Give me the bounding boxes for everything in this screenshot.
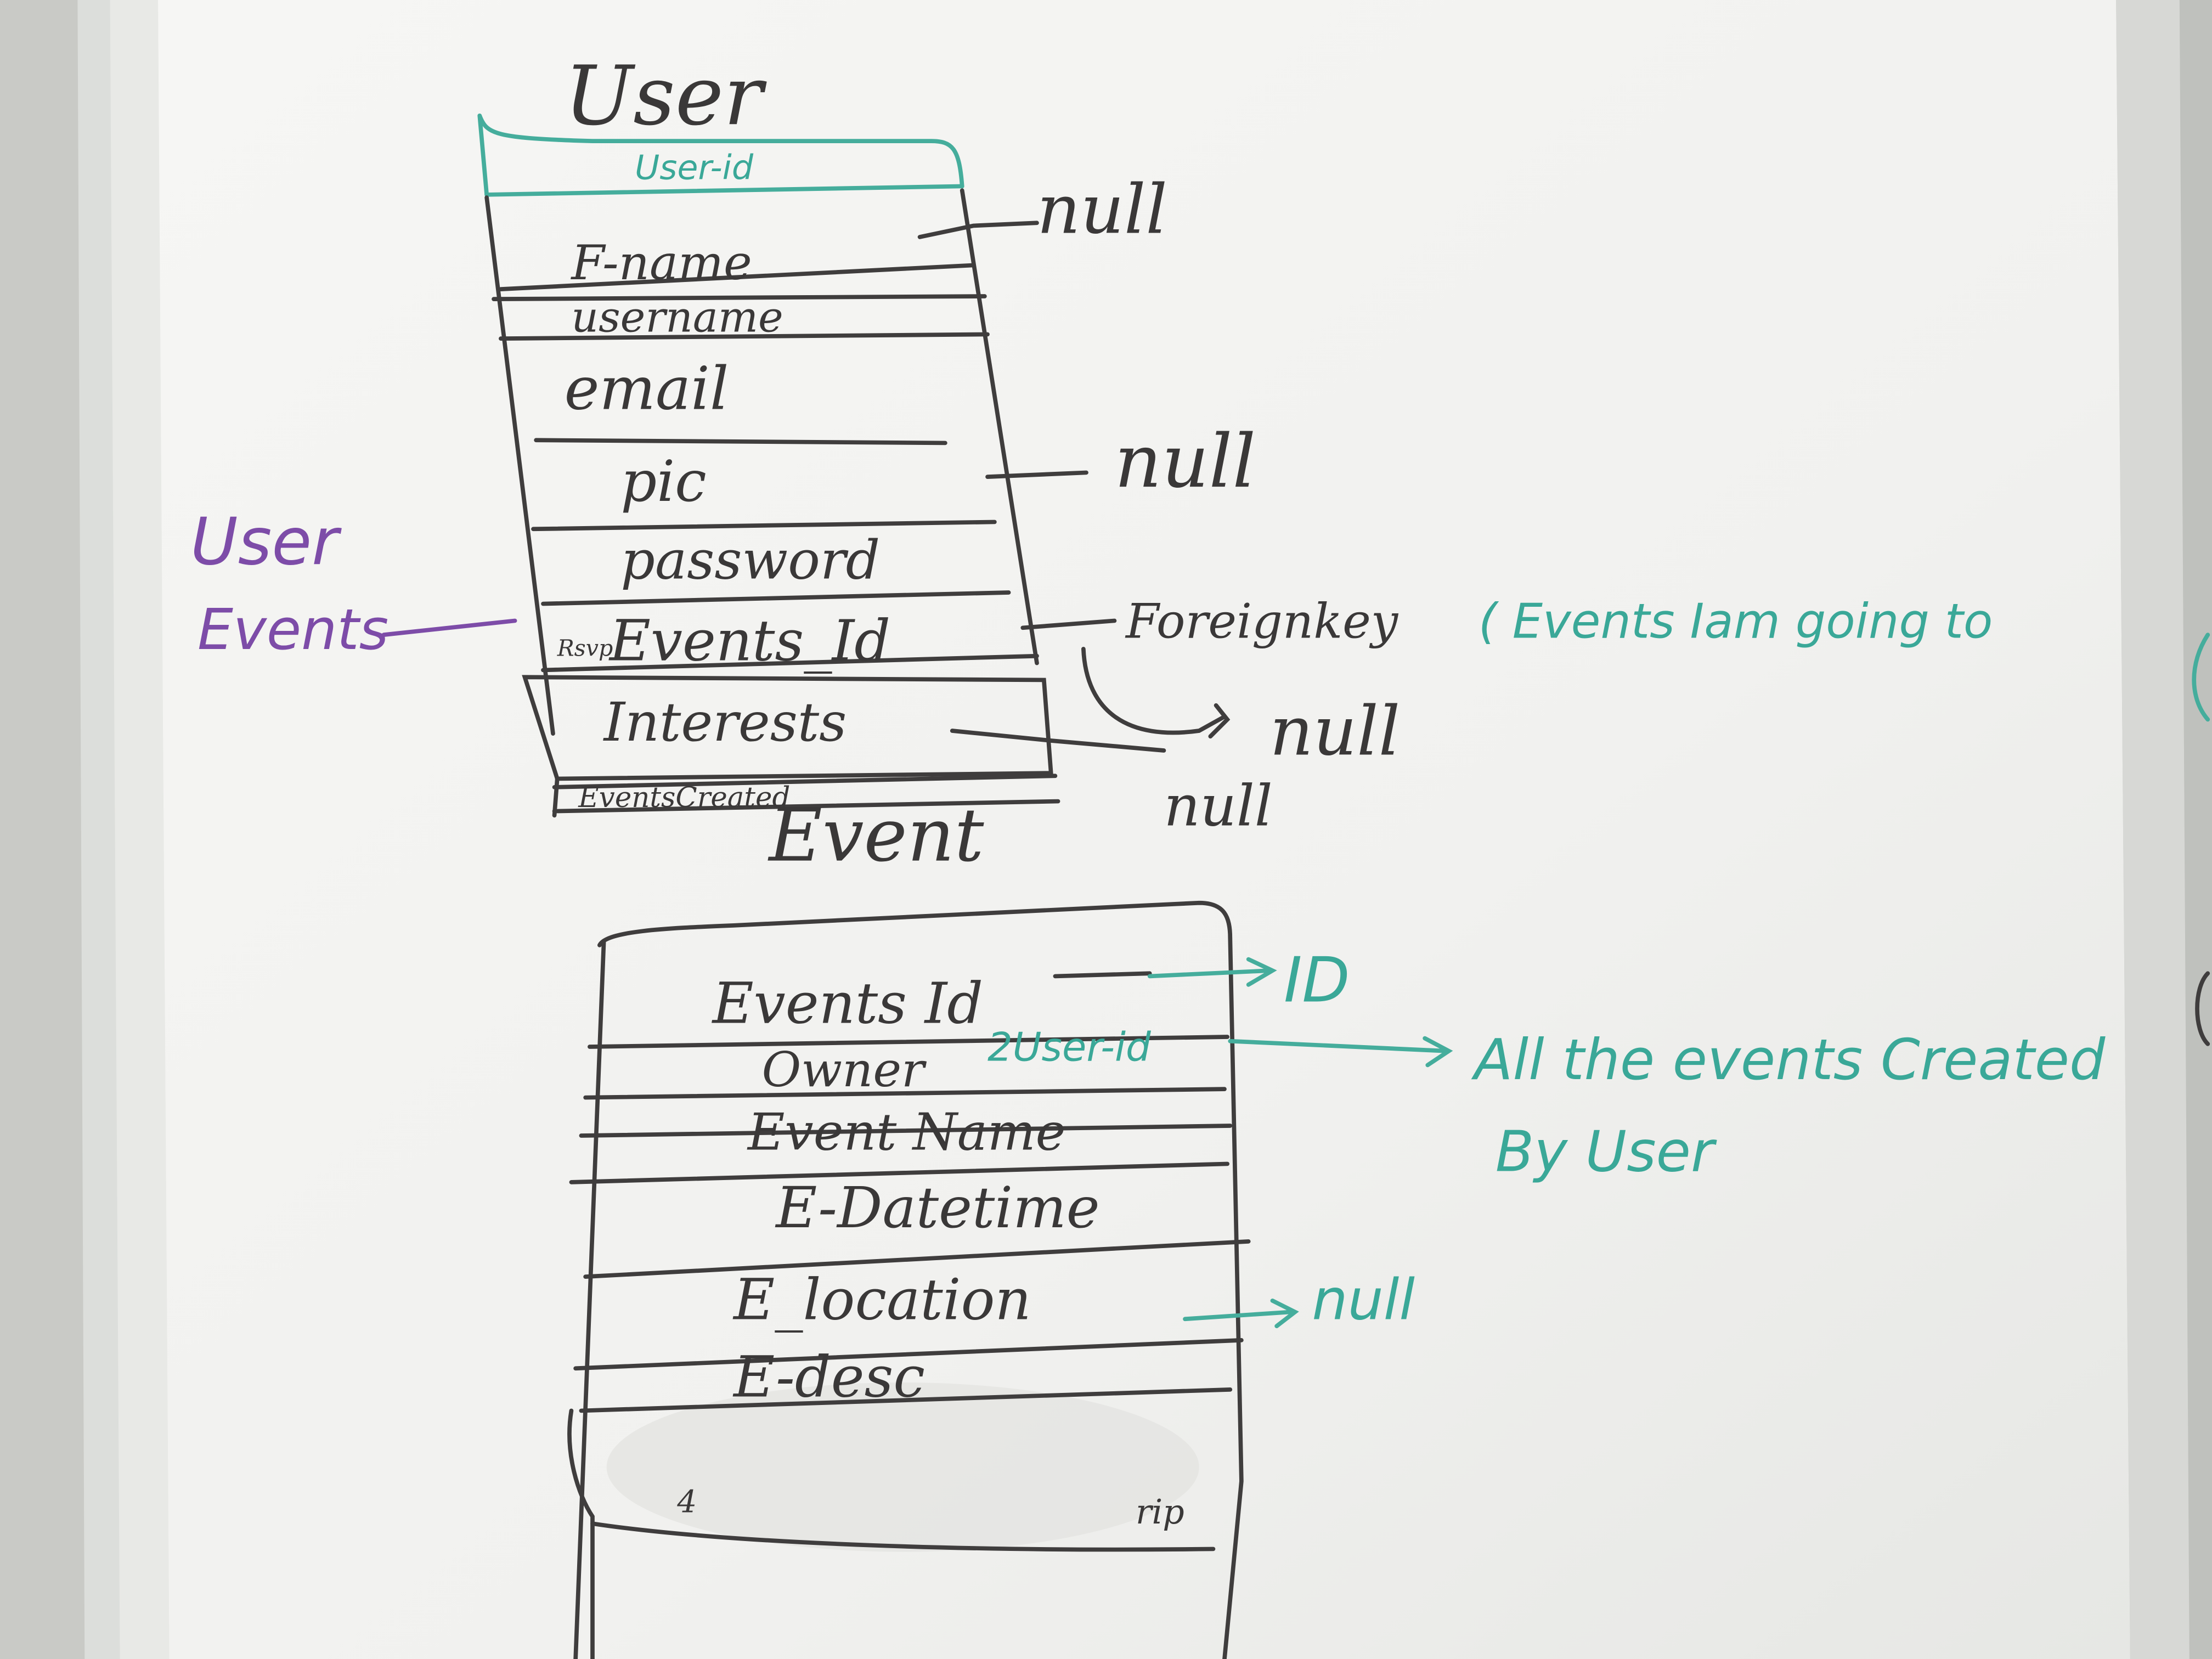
user-events-label-line2: Events <box>198 597 388 663</box>
event-table-left-edge <box>573 940 606 1659</box>
events-id-note: ID <box>1284 944 1350 1017</box>
user-field-pic: pic <box>620 449 706 515</box>
event-field-owner: Owner <box>762 1042 927 1098</box>
location-arrow <box>1183 1298 1299 1328</box>
location-null-note: null <box>1312 1267 1415 1333</box>
user-field-interests: Interests <box>603 691 847 754</box>
owner-note-line2: By User <box>1496 1119 1717 1184</box>
user-events-label-line1: User <box>190 504 342 580</box>
user-table-right-edge <box>960 188 1039 665</box>
user-id-header: User-id <box>635 148 754 188</box>
event-table-top-edge <box>597 900 1233 947</box>
event-smudge-left: 4 <box>676 1484 697 1520</box>
user-table-title: User <box>565 49 767 144</box>
user-table-left-edge <box>484 195 555 736</box>
eraser-smudge <box>606 1383 1199 1552</box>
user-events-connector <box>381 618 517 637</box>
user-field-email: email <box>565 355 729 424</box>
user-field-password: password <box>620 529 880 591</box>
event-table: Events Id Owner 2User-id Event Name E-Da… <box>567 900 1251 1659</box>
event-field-owner-ref: 2User-id <box>988 1024 1152 1070</box>
user-field-fname: F-name <box>570 235 752 291</box>
board-surface <box>158 0 2130 1659</box>
user-field-username: username <box>571 292 783 342</box>
pic-null-note: null <box>1114 419 1256 504</box>
event-table-right-edge <box>1222 936 1244 1659</box>
events-id-foreignkey-note: Foreignkey <box>1125 593 1399 649</box>
event-field-datetime: E-Datetime <box>775 1176 1099 1241</box>
interests-null-note: null <box>1269 692 1400 771</box>
events-created-null-note: null <box>1164 774 1272 839</box>
user-field-events-id: Events_Id <box>608 608 890 674</box>
event-field-location: E_location <box>732 1267 1031 1333</box>
event-annotations: ID All the events Created By User null <box>1053 944 2106 1333</box>
owner-arrow <box>1228 1036 1453 1068</box>
event-table-title: Event <box>767 793 984 878</box>
board-frame-right <box>2116 0 2190 1659</box>
edge-mark-dark <box>2195 971 2210 1046</box>
event-field-event-name: Event Name <box>747 1103 1066 1162</box>
user-annotations: null null Foreignkey ( Events Iam going … <box>190 170 1993 839</box>
edge-mark-teal <box>2192 633 2210 722</box>
user-field-events-created: EventsCreated <box>578 781 790 814</box>
event-smudge-right: rip <box>1136 1492 1184 1532</box>
user-id-brace <box>477 113 964 189</box>
user-table: User User-id F-name username email pic p… <box>477 49 1060 878</box>
fname-null-note: null <box>1037 170 1167 249</box>
user-field-rsvp-prefix: Rsvp <box>557 635 613 662</box>
events-id-teal-note: ( Events Iam going to <box>1479 593 1993 649</box>
owner-note-line1: All the events Created <box>1471 1028 2106 1093</box>
event-field-events-id: Events Id <box>712 971 984 1036</box>
event-field-desc: E-desc <box>732 1345 925 1410</box>
